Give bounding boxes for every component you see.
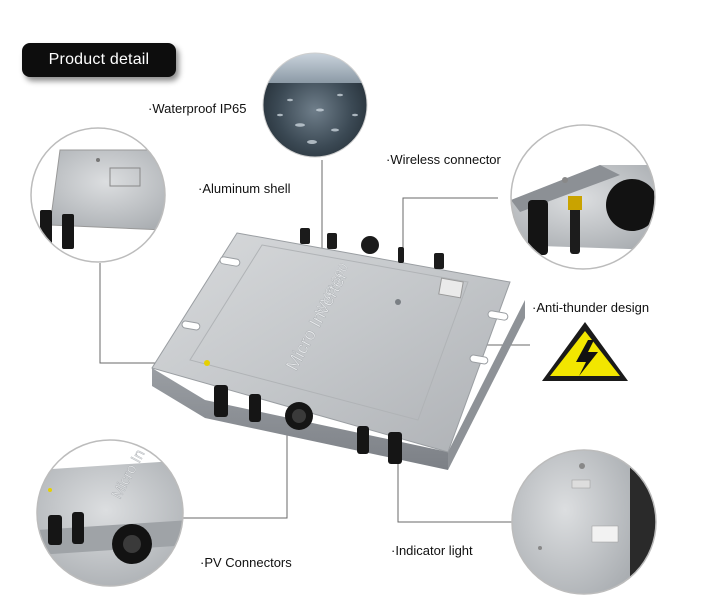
pv-connectors-detail-image: Micro In: [36, 439, 184, 587]
label-pv-connectors: ·PV Connectors: [200, 555, 292, 570]
label-aluminum-shell: ·Aluminum shell: [198, 181, 291, 196]
label-indicator-light: ·Indicator light: [391, 543, 473, 558]
label-anti-thunder: ·Anti-thunder design: [532, 300, 650, 315]
inverter-device: Micro Inverter WVC-300: [151, 228, 525, 470]
product-detail-badge: Product detail: [22, 43, 176, 77]
indicator-light-detail-image: [511, 449, 657, 595]
waterproof-detail-image: [262, 52, 368, 158]
aluminum-shell-detail-image: [30, 127, 166, 263]
label-waterproof: ·Waterproof IP65: [148, 101, 247, 116]
warning-triangle-icon: [542, 322, 628, 381]
label-wireless-connector: ·Wireless connector: [386, 152, 501, 167]
wireless-connector-detail-image: [510, 124, 656, 270]
